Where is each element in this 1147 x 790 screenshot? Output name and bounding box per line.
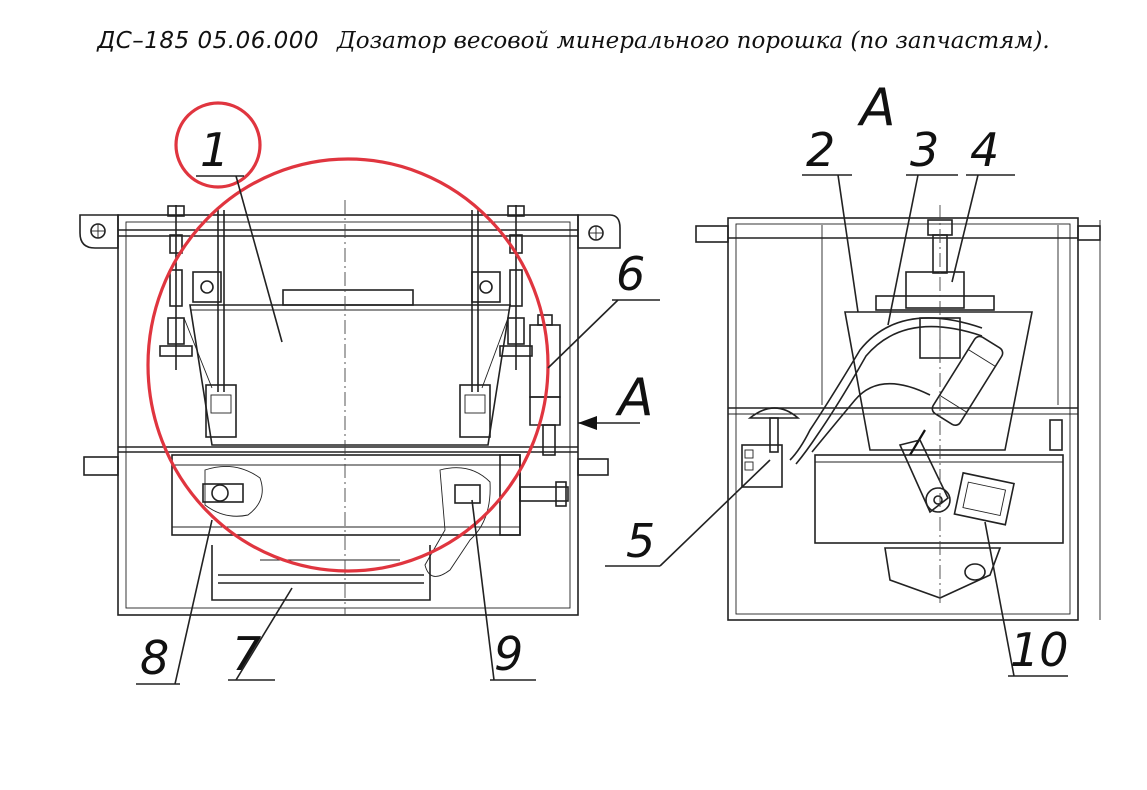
- view-a-vessel: [814, 454, 1064, 544]
- assembly-highlight-circle: [146, 157, 550, 573]
- callout-6: 6: [616, 247, 645, 301]
- callout-1: 1: [200, 123, 229, 177]
- drawing-description: Дозатор весовой минерального порошка (по…: [337, 28, 1050, 54]
- callout-highlight-circle: [174, 101, 262, 189]
- view-a-label: А: [857, 78, 896, 138]
- callout-labels: А А 1 2 3 4 5 6 7 8 9 10: [140, 78, 1069, 685]
- drawing-code: ДС–185 05.06.000: [97, 28, 320, 54]
- view-a-frame: [727, 217, 1079, 621]
- section-arrow: [578, 416, 597, 430]
- front-vessel: [171, 454, 521, 536]
- view-a: [695, 205, 1101, 621]
- callout-4: 4: [970, 123, 999, 177]
- callout-7: 7: [232, 627, 261, 681]
- callout-9: 9: [494, 627, 523, 681]
- front-lug-left: [79, 214, 119, 249]
- callout-leaders: [136, 174, 1068, 685]
- view-a-cylinder: [931, 335, 1004, 427]
- front-frame: [117, 214, 579, 616]
- view-a-hopper: [844, 311, 1033, 451]
- front-view: [79, 200, 621, 616]
- view-a-valve-box: [741, 444, 783, 488]
- callout-5: 5: [626, 514, 655, 568]
- callout-2: 2: [806, 123, 835, 177]
- callout-3: 3: [910, 123, 939, 177]
- callout-10: 10: [1010, 623, 1069, 677]
- drawing-title: ДС–185 05.06.000 Дозатор весовой минераль…: [0, 28, 1147, 54]
- callout-8: 8: [140, 631, 169, 685]
- front-hopper: [189, 304, 511, 446]
- section-a-label: А: [615, 368, 654, 428]
- front-lug-right: [577, 214, 621, 249]
- highlight-marks: [146, 101, 550, 573]
